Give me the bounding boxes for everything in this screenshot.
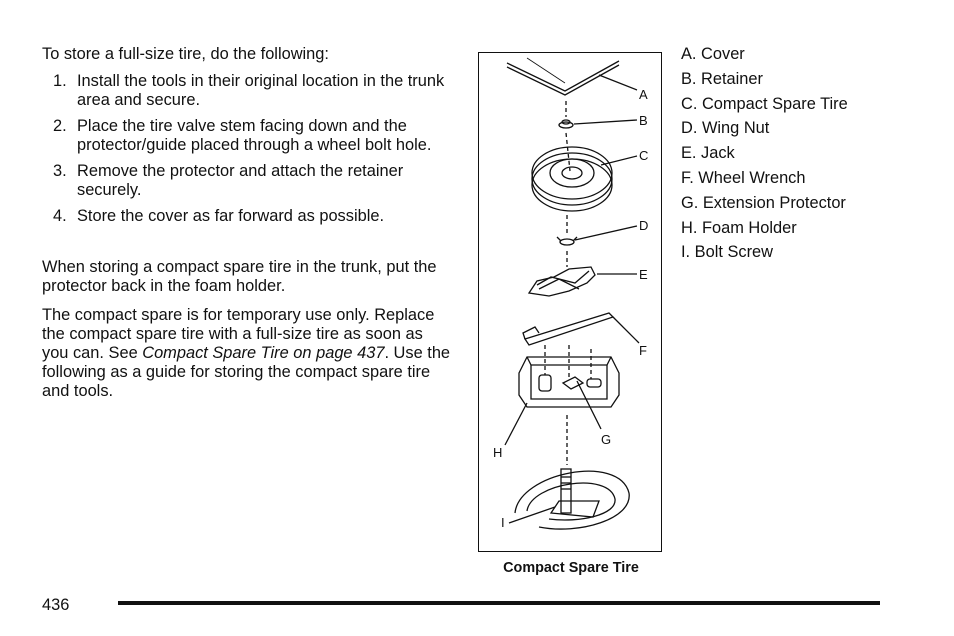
step-number: 4. bbox=[53, 207, 67, 225]
step-item: 2. Place the tire valve stem facing down … bbox=[42, 117, 452, 155]
legend-item: A. Cover bbox=[681, 45, 745, 63]
legend-item: B. Retainer bbox=[681, 69, 763, 88]
temporary-use-note: The compact spare is for temporary use o… bbox=[42, 306, 452, 401]
intro-text: To store a full-size tire, do the follow… bbox=[42, 45, 329, 63]
legend-item: I. Bolt Screw bbox=[681, 243, 773, 262]
note-text-start: The compact spare is for temporary use o… bbox=[42, 306, 435, 362]
storage-note: When storing a compact spare tire in the… bbox=[42, 258, 437, 295]
parts-legend: A. Cover B. Retainer C. Compact Spare Ti… bbox=[681, 45, 848, 268]
page-number: 436 bbox=[42, 596, 70, 614]
callout-b: B bbox=[639, 113, 648, 128]
exploded-view-illustration: A B C D E F G H I bbox=[493, 57, 648, 530]
cover-part bbox=[506, 57, 620, 96]
tire-part bbox=[531, 132, 613, 212]
step-text: Store the cover as far forward as possib… bbox=[77, 207, 385, 225]
leader-line-c bbox=[600, 155, 638, 166]
legend-item: H. Foam Holder bbox=[681, 218, 797, 237]
leader-line-i bbox=[508, 506, 556, 524]
step-item: 1. Install the tools in their original lo… bbox=[42, 72, 452, 110]
step-item: 4. Store the cover as far forward as poss… bbox=[42, 207, 452, 226]
foam-holder-part bbox=[518, 345, 620, 408]
callout-c: C bbox=[639, 148, 648, 163]
wing-nut-part bbox=[556, 215, 578, 246]
note-text-end: . Use the following as a guide for stori… bbox=[42, 344, 451, 400]
callout-e: E bbox=[639, 267, 648, 282]
step-item: 3. Remove the protector and attach the re… bbox=[42, 162, 452, 200]
leader-line-a bbox=[598, 74, 638, 91]
callout-a: A bbox=[639, 87, 648, 102]
spare-tire-diagram: A B C D E F G H I bbox=[478, 52, 662, 552]
leader-line-g bbox=[576, 380, 602, 430]
wheel-wrench-part bbox=[522, 312, 640, 346]
step-number: 3. bbox=[53, 162, 67, 180]
legend-item: C. Compact Spare Tire bbox=[681, 94, 848, 113]
callout-d: D bbox=[639, 218, 648, 233]
footer-rule bbox=[118, 601, 880, 605]
jack-part bbox=[527, 251, 596, 297]
legend-item: F. Wheel Wrench bbox=[681, 168, 806, 187]
step-text: Place the tire valve stem facing down an… bbox=[77, 117, 432, 154]
legend-item: G. Extension Protector bbox=[681, 193, 846, 212]
step-text: Remove the protector and attach the reta… bbox=[77, 162, 404, 199]
figure-caption: Compact Spare Tire bbox=[503, 560, 639, 576]
leader-line-b bbox=[573, 119, 638, 125]
steps-list: 1. Install the tools in their original lo… bbox=[42, 72, 452, 233]
step-text: Install the tools in their original loca… bbox=[77, 72, 445, 109]
cross-reference-link[interactable]: Compact Spare Tire on page 437 bbox=[142, 344, 385, 362]
step-number: 2. bbox=[53, 117, 67, 135]
legend-item: E. Jack bbox=[681, 144, 735, 163]
trunk-well-part bbox=[514, 468, 630, 530]
leader-line-d bbox=[574, 225, 638, 241]
step-number: 1. bbox=[53, 72, 67, 90]
callout-h: H bbox=[493, 445, 502, 460]
retainer-part bbox=[558, 101, 574, 129]
leader-line-h bbox=[504, 402, 528, 446]
callout-g: G bbox=[601, 432, 611, 447]
callout-i: I bbox=[501, 515, 505, 530]
legend-item: D. Wing Nut bbox=[681, 119, 770, 138]
callout-f: F bbox=[639, 343, 647, 358]
